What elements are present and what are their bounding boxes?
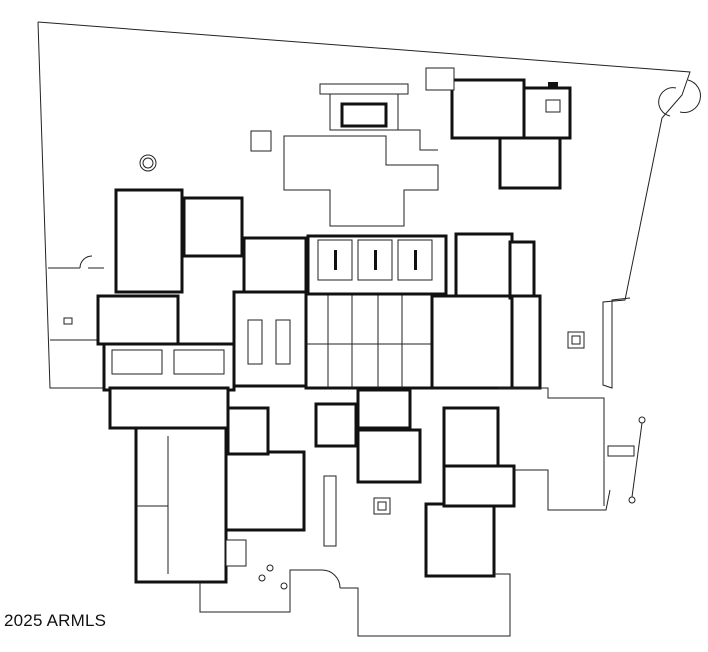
gate-swing: [79, 255, 93, 269]
lot-boundary: [37, 21, 691, 389]
patios: [63, 317, 646, 637]
gate-swing-right: [658, 79, 701, 117]
pool-area: [139, 83, 439, 227]
main-house: [96, 188, 585, 584]
site-wall-lines: [48, 267, 104, 341]
guest-casita: [425, 67, 572, 190]
lot-boundary-left: [37, 21, 108, 389]
watermark: 2025 ARMLS: [4, 611, 107, 630]
